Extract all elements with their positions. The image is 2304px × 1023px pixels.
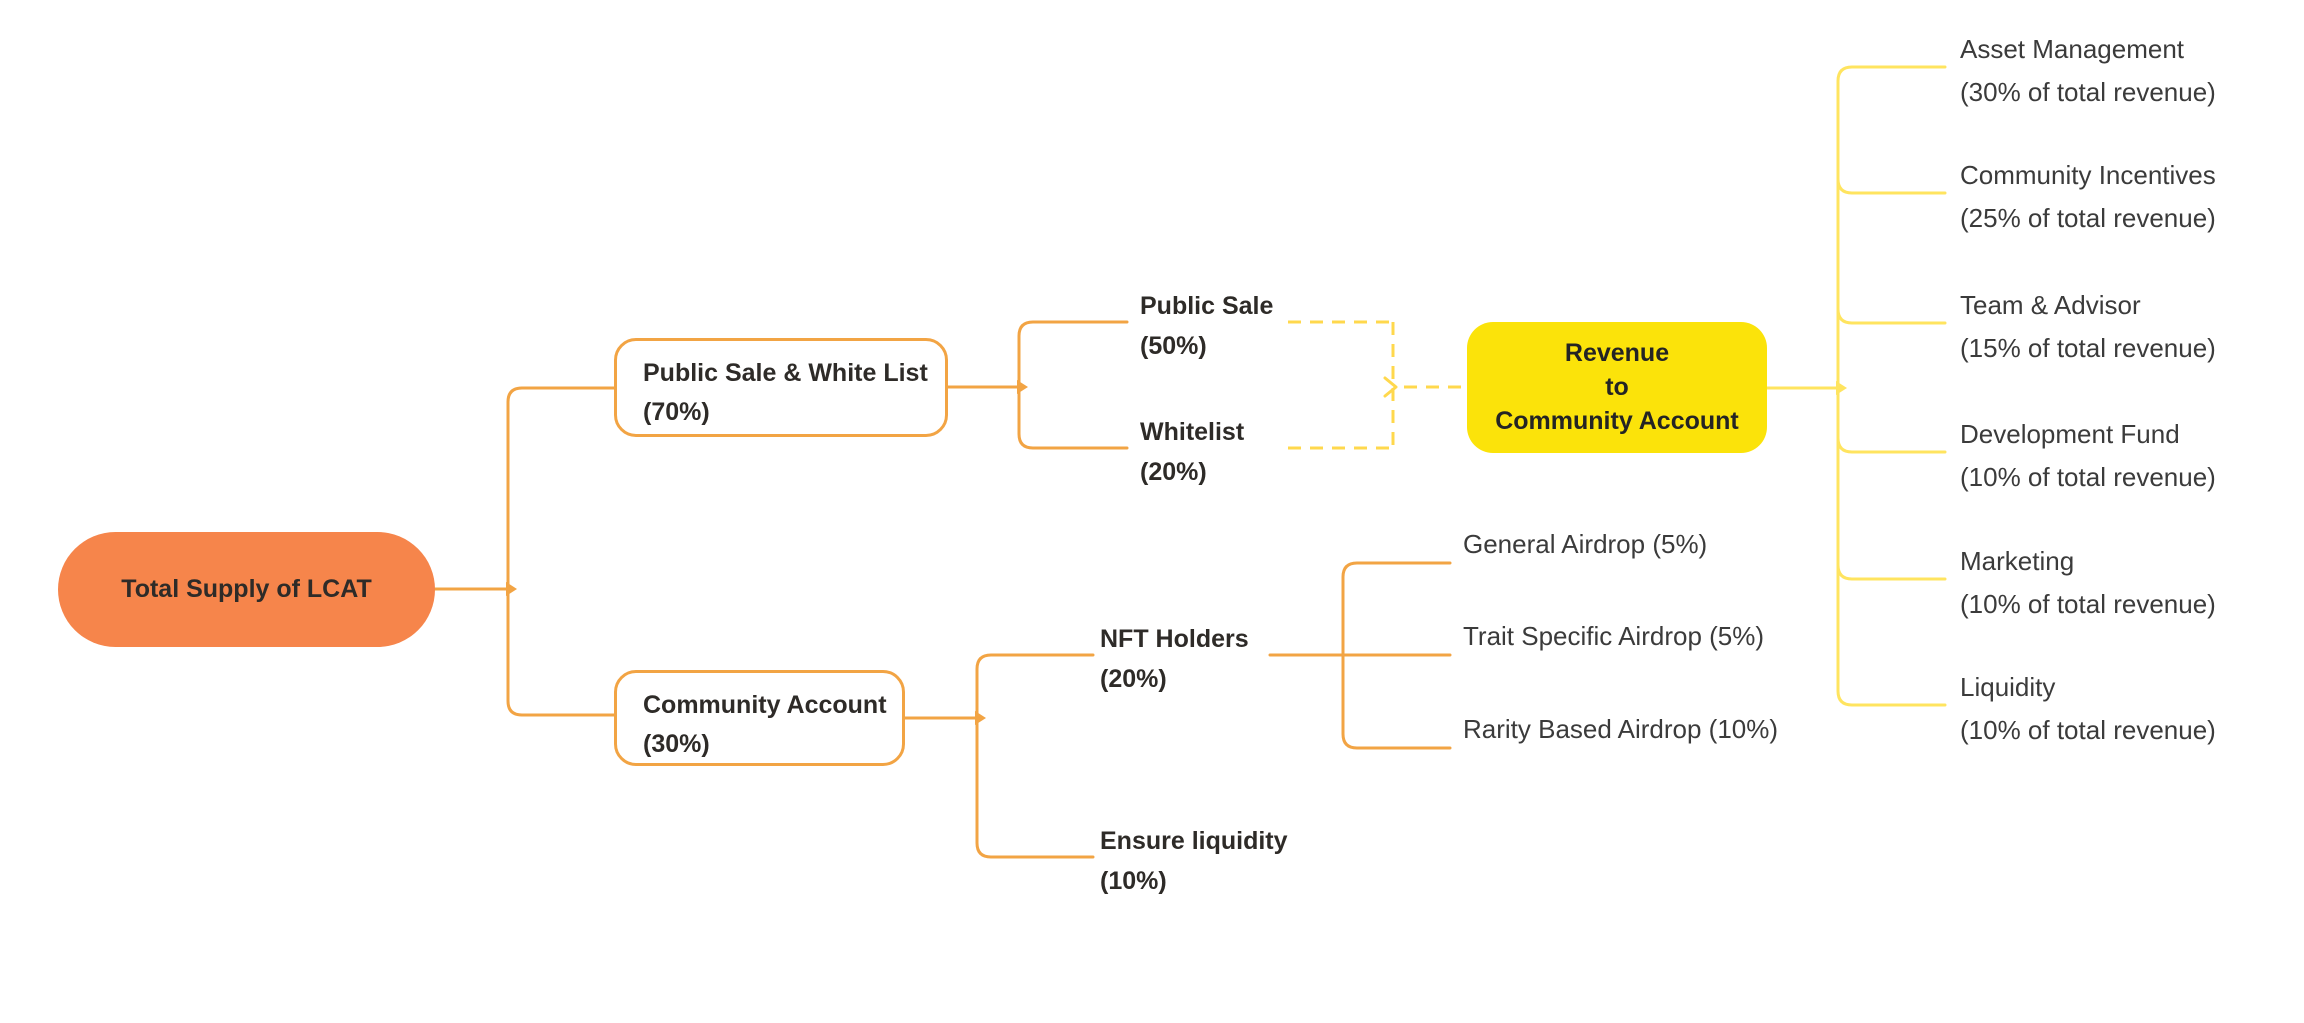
trunk-community <box>975 653 1095 859</box>
node-ensure-liquidity[interactable]: Ensure liquidity (10%) <box>1100 821 1288 901</box>
node-percentage: (70%) <box>643 398 710 426</box>
item-label: Community Incentives <box>1960 160 2216 190</box>
junction-nub-revenue <box>1836 381 1847 395</box>
junction-nub-root <box>506 582 517 596</box>
trunk-public <box>1017 320 1129 450</box>
node-percentage: (30%) <box>643 730 710 758</box>
node-label: Community Account <box>643 691 887 719</box>
node-liquidity[interactable]: Liquidity (10% of total revenue) <box>1960 666 2216 752</box>
node-team-advisor[interactable]: Team & Advisor (15% of total revenue) <box>1960 284 2216 370</box>
branch-development-fund <box>1836 436 1947 454</box>
item-percentage: (25% of total revenue) <box>1960 203 2216 233</box>
node-percentage: (10%) <box>1100 867 1167 895</box>
trunk-airdrops <box>1341 561 1452 750</box>
node-label: Rarity Based Airdrop (10%) <box>1463 714 1779 744</box>
node-development-fund[interactable]: Development Fund (10% of total revenue) <box>1960 413 2216 499</box>
node-general-airdrop[interactable]: General Airdrop (5%) <box>1463 525 1707 563</box>
item-percentage: (10% of total revenue) <box>1960 715 2216 745</box>
node-whitelist[interactable]: Whitelist (20%) <box>1140 412 1244 492</box>
node-label: General Airdrop (5%) <box>1463 529 1708 559</box>
root-label: Total Supply of LCAT <box>121 575 372 603</box>
node-total-supply-of-lcat[interactable]: Total Supply of LCAT <box>58 532 435 647</box>
item-label: Marketing <box>1960 546 2075 576</box>
node-label: Ensure liquidity <box>1100 827 1288 855</box>
node-percentage: (20%) <box>1140 458 1207 486</box>
node-trait-specific-airdrop[interactable]: Trait Specific Airdrop (5%) <box>1463 617 1764 655</box>
node-label-line1: Revenue <box>1564 339 1670 367</box>
junction-nub-public <box>1017 380 1028 394</box>
branch-community-incentives <box>1836 177 1947 195</box>
node-nft-holders[interactable]: NFT Holders (20%) <box>1100 619 1249 699</box>
item-label: Liquidity <box>1960 672 2056 702</box>
node-asset-management[interactable]: Asset Management (30% of total revenue) <box>1960 28 2216 114</box>
node-public-sale[interactable]: Public Sale (50%) <box>1140 286 1273 366</box>
trunk-main <box>506 386 616 717</box>
node-rarity-based-airdrop[interactable]: Rarity Based Airdrop (10%) <box>1463 710 1778 748</box>
node-label: Public Sale <box>1140 292 1274 320</box>
node-label: Public Sale & White List <box>643 359 928 387</box>
node-label-line2: to <box>1605 373 1629 401</box>
item-percentage: (15% of total revenue) <box>1960 333 2216 363</box>
trunk-revenue <box>1836 65 1947 707</box>
node-community-incentives[interactable]: Community Incentives (25% of total reven… <box>1960 154 2216 240</box>
node-percentage: (20%) <box>1100 665 1167 693</box>
item-label: Asset Management <box>1960 34 2185 64</box>
node-public-sale-white-list[interactable]: Public Sale & White List (70%) <box>614 338 948 437</box>
junction-nub-community <box>975 711 986 725</box>
node-community-account[interactable]: Community Account (30%) <box>614 670 905 766</box>
dashed-arrow-icon <box>1383 376 1398 398</box>
branch-marketing <box>1836 563 1947 581</box>
item-label: Development Fund <box>1960 419 2180 449</box>
node-revenue-to-community-account[interactable]: Revenue to Community Account <box>1467 322 1767 453</box>
node-label: Whitelist <box>1140 418 1245 446</box>
node-marketing[interactable]: Marketing (10% of total revenue) <box>1960 540 2216 626</box>
item-percentage: (10% of total revenue) <box>1960 462 2216 492</box>
node-label: Trait Specific Airdrop (5%) <box>1463 621 1765 651</box>
node-label: NFT Holders <box>1100 625 1249 653</box>
node-label-line3: Community Account <box>1495 407 1739 435</box>
item-label: Team & Advisor <box>1960 290 2141 320</box>
branch-team-advisor <box>1836 307 1947 325</box>
item-percentage: (10% of total revenue) <box>1960 589 2216 619</box>
item-percentage: (30% of total revenue) <box>1960 77 2216 107</box>
node-percentage: (50%) <box>1140 332 1207 360</box>
